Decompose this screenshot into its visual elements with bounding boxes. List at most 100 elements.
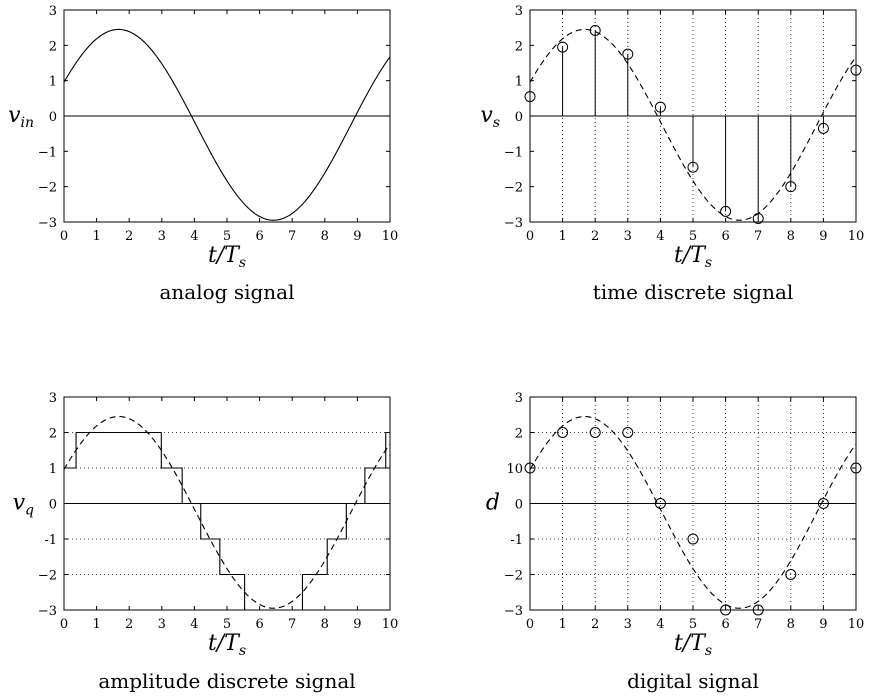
- y-tick-label: −2: [504, 181, 523, 196]
- y-tick-label: 1: [49, 462, 57, 477]
- x-tick-label: 4: [190, 229, 198, 244]
- y-tick-label: −1: [38, 145, 57, 160]
- sample-point: [557, 41, 569, 53]
- y-axis-label: vin: [8, 103, 34, 131]
- x-tick-label: 1: [558, 229, 566, 244]
- y-tick-label: −3: [504, 604, 523, 619]
- sample-point: [752, 212, 764, 224]
- panel-caption: digital signal: [627, 669, 759, 693]
- x-tick-label: 6: [721, 617, 729, 632]
- x-tick-label: 8: [787, 617, 795, 632]
- analog-reference-line: [529, 28, 857, 221]
- x-tick-label: 5: [223, 617, 231, 632]
- x-tick-label: 3: [158, 617, 166, 632]
- x-tick-label: 4: [656, 617, 664, 632]
- y-tick-label: −2: [504, 569, 523, 584]
- y-axis-label: d: [486, 491, 500, 516]
- x-tick-label: 7: [754, 617, 762, 632]
- x-axis-label: t/Ts: [208, 631, 246, 659]
- sample-point: [817, 122, 829, 134]
- sample-point: [687, 161, 699, 173]
- x-tick-label: 0: [526, 617, 534, 632]
- digital-point: [557, 427, 569, 438]
- x-tick-label: 8: [321, 617, 329, 632]
- y-tick-label: −1: [504, 145, 523, 160]
- y-tick-label: 2: [49, 427, 57, 442]
- x-axis-label: t/Ts: [674, 631, 712, 659]
- y-tick-label: 2: [515, 39, 523, 54]
- x-tick-label: 2: [125, 229, 133, 244]
- y-tick-label: −3: [38, 216, 57, 231]
- analog-reference-line: [63, 415, 391, 609]
- x-tick-label: 6: [255, 229, 263, 244]
- analog-reference-line: [529, 415, 857, 609]
- x-tick-label: 0: [60, 229, 68, 244]
- y-tick-label: −3: [504, 216, 523, 231]
- x-tick-label: 9: [353, 617, 361, 632]
- x-tick-label: 10: [848, 617, 865, 632]
- y-tick-label: -1: [510, 533, 523, 548]
- x-tick-label: 6: [255, 617, 263, 632]
- x-tick-label: 3: [158, 229, 166, 244]
- x-tick-label: 3: [624, 617, 632, 632]
- y-tick-label: −3: [38, 604, 57, 619]
- panel-caption: analog signal: [160, 280, 295, 304]
- x-tick-label: 1: [92, 617, 100, 632]
- y-tick-label: −2: [38, 181, 57, 196]
- y-tick-label: 1: [49, 75, 57, 90]
- x-tick-label: 7: [288, 617, 296, 632]
- panel-caption: time discrete signal: [593, 280, 794, 304]
- y-tick-label: 2: [515, 427, 523, 442]
- y-tick-label: 3: [515, 391, 523, 406]
- y-tick-label: 0: [515, 110, 523, 125]
- x-tick-label: 3: [624, 229, 632, 244]
- digital-point: [589, 427, 601, 438]
- sample-point: [654, 101, 666, 113]
- digital-point: [785, 569, 797, 580]
- x-tick-label: 5: [689, 229, 697, 244]
- x-tick-label: 8: [321, 229, 329, 244]
- x-tick-label: 2: [125, 617, 133, 632]
- y-tick-label: -1: [44, 533, 57, 548]
- x-tick-label: 10: [382, 617, 399, 632]
- x-tick-label: 9: [819, 617, 827, 632]
- x-tick-label: 10: [382, 229, 399, 244]
- y-tick-label: 1: [515, 75, 523, 90]
- sample-point: [785, 181, 797, 193]
- x-axis-label: t/Ts: [674, 243, 712, 271]
- y-tick-label: 0: [49, 110, 57, 125]
- y-tick-label: 3: [49, 4, 57, 19]
- x-tick-label: 9: [819, 229, 827, 244]
- x-tick-label: 10: [848, 229, 865, 244]
- digital-point: [817, 498, 829, 509]
- y-tick-label: 10: [506, 462, 523, 477]
- x-tick-label: 5: [689, 617, 697, 632]
- signal-line: [63, 28, 391, 221]
- x-axis-label: t/Ts: [208, 243, 246, 271]
- x-tick-label: 4: [656, 229, 664, 244]
- digital-point: [622, 427, 634, 438]
- x-tick-label: 0: [60, 617, 68, 632]
- x-tick-label: 5: [223, 229, 231, 244]
- x-tick-label: 1: [558, 617, 566, 632]
- digital-point: [687, 533, 699, 545]
- x-tick-label: 1: [92, 229, 100, 244]
- x-tick-label: 8: [787, 229, 795, 244]
- x-tick-label: 4: [190, 617, 198, 632]
- sample-point: [720, 205, 732, 217]
- quantized-step-line: [64, 431, 390, 611]
- y-axis-label: vq: [13, 491, 34, 519]
- x-tick-label: 7: [288, 229, 296, 244]
- y-tick-label: 0: [515, 498, 523, 513]
- digital-point: [654, 498, 666, 509]
- x-tick-label: 0: [526, 229, 534, 244]
- x-tick-label: 2: [591, 229, 599, 244]
- y-tick-label: 3: [49, 391, 57, 406]
- sample-point: [589, 24, 601, 36]
- x-tick-label: 6: [721, 229, 729, 244]
- x-tick-label: 9: [353, 229, 361, 244]
- y-tick-label: 2: [49, 39, 57, 54]
